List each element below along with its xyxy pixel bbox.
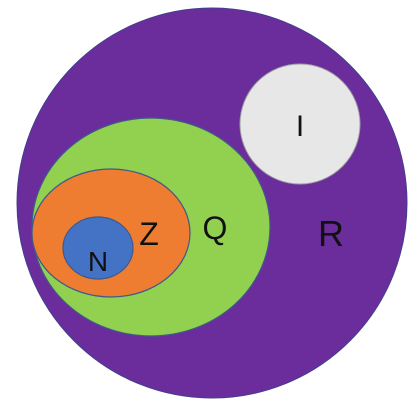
set-i-region [239, 63, 361, 185]
set-n-region [62, 216, 134, 280]
set-z-label: Z [139, 216, 159, 252]
set-n-label: N [88, 246, 108, 277]
set-q-label: Q [203, 210, 228, 246]
set-i-label: I [296, 110, 304, 143]
set-r-label: R [318, 213, 344, 254]
